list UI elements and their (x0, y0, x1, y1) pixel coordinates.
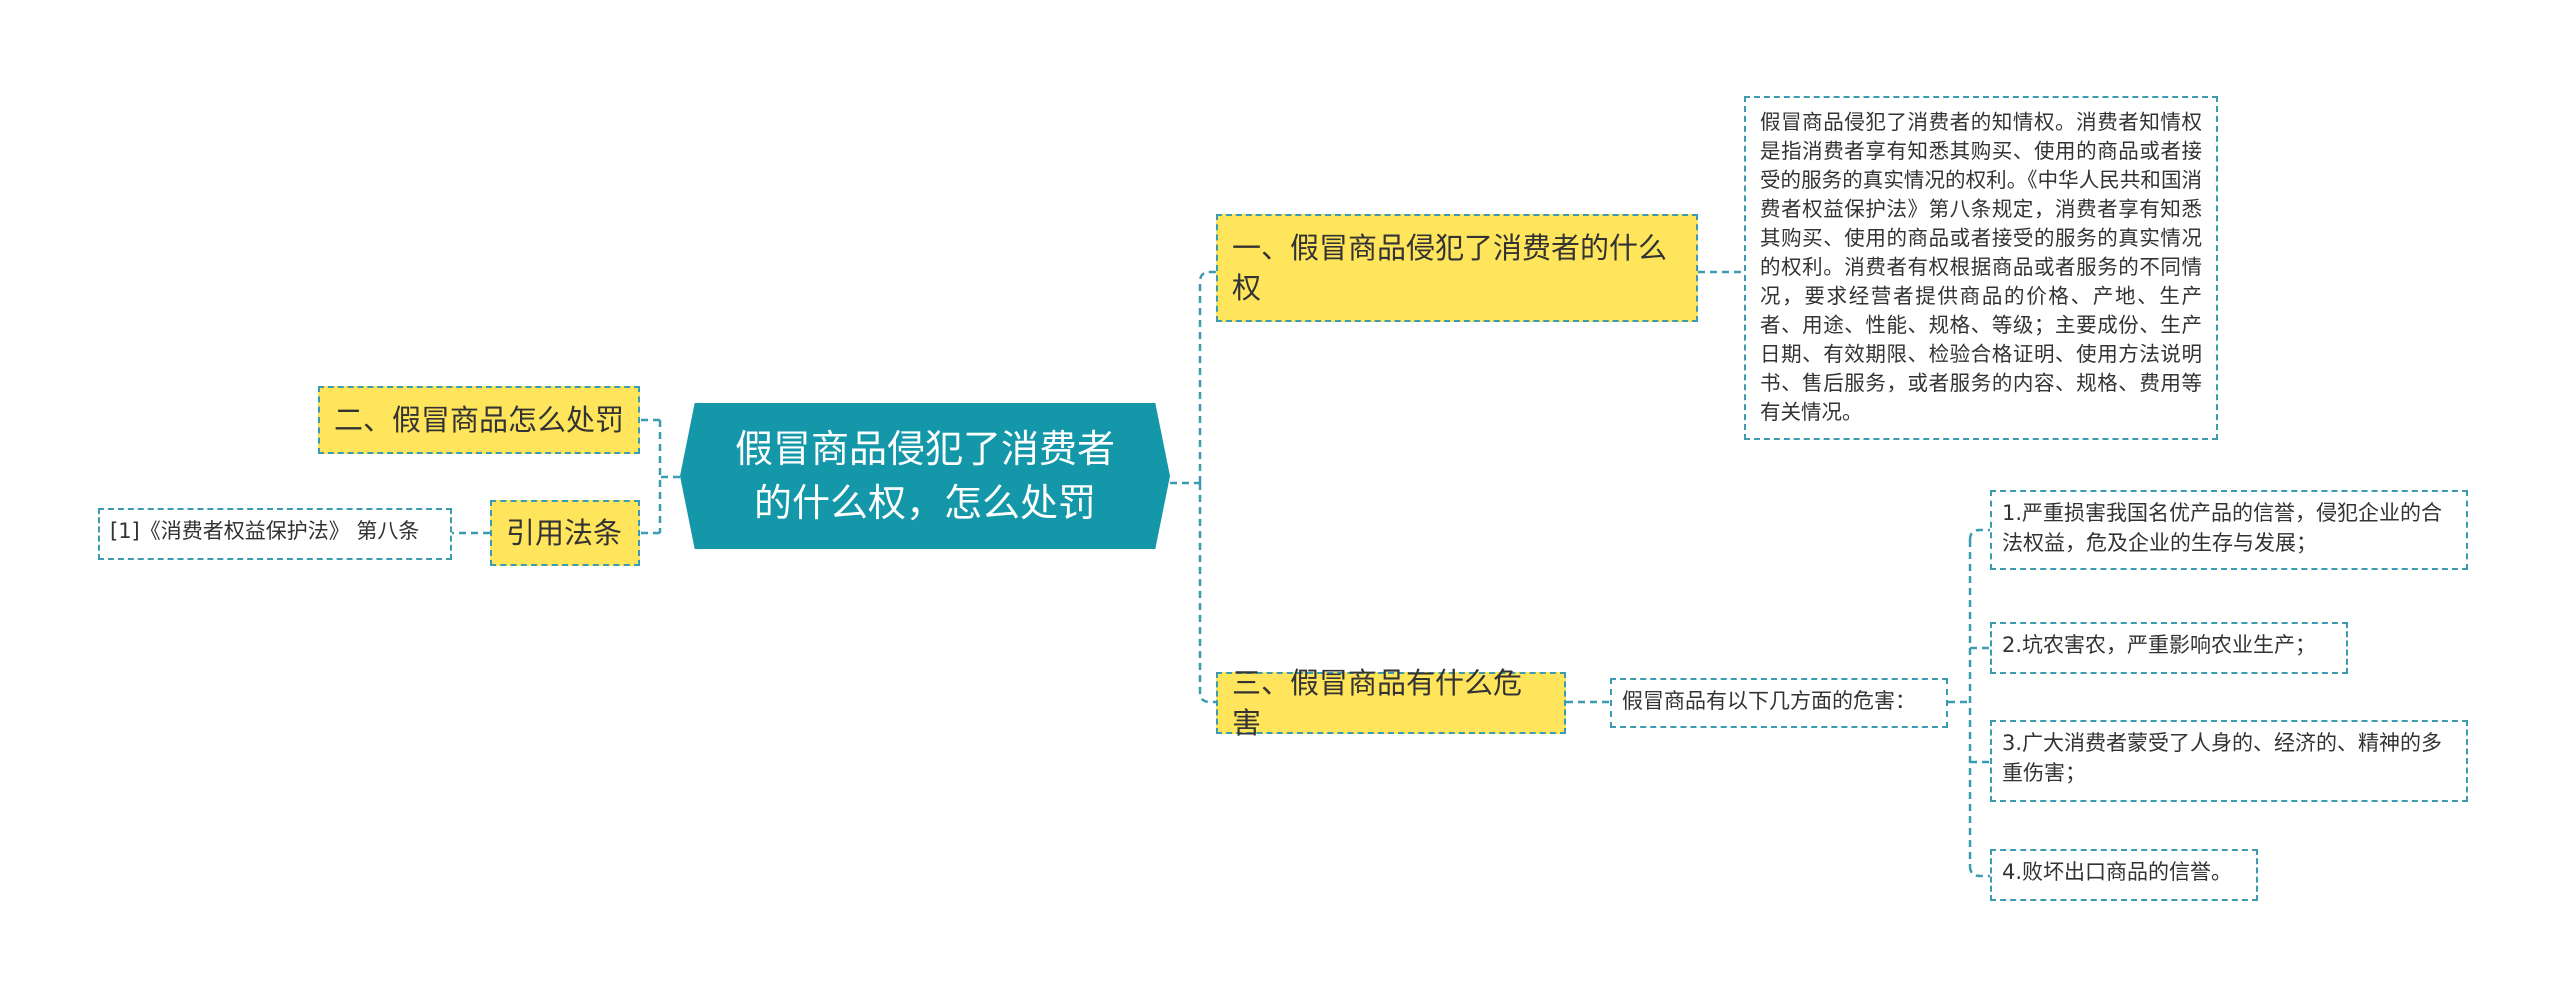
topic-cited-law-label: 引用法条 (506, 516, 623, 550)
citation-item[interactable]: [1]《消费者权益保护法》 第八条 (98, 508, 452, 560)
harm-item-2-text: 2.坑农害农，严重影响农业生产； (2002, 633, 2317, 657)
detail-right-to-know-text: 假冒商品侵犯了消费者的知情权。消费者知情权是指消费者享有知悉其购买、使用的商品或… (1760, 110, 2202, 424)
topic-rights-violated-label: 一、假冒商品侵犯了消费者的什么权 (1232, 231, 1668, 305)
harm-item-3[interactable]: 3.广大消费者蒙受了人身的、经济的、精神的多重伤害； (1990, 720, 2468, 802)
connector-item-4 (1968, 865, 1990, 878)
harm-item-1-text: 1.严重损害我国名优产品的信誉，侵犯企业的合法权益，危及企业的生存与发展； (2002, 501, 2443, 555)
topic-harms[interactable]: 三、假冒商品有什么危害 (1216, 666, 1566, 740)
harm-item-1[interactable]: 1.严重损害我国名优产品的信誉，侵犯企业的合法权益，危及企业的生存与发展； (1990, 490, 2468, 570)
central-topic-label: 假冒商品侵犯了消费者的什么权，怎么处罚 (734, 427, 1115, 525)
connector-right-trunk (1198, 270, 1216, 483)
topic-punishment-label: 二、假冒商品怎么处罚 (334, 403, 625, 437)
topic-rights-violated[interactable]: 一、假冒商品侵犯了消费者的什么权 (1216, 214, 1698, 322)
harm-item-2[interactable]: 2.坑农害农，严重影响农业生产； (1990, 622, 2348, 674)
harms-intro-text: 假冒商品有以下几方面的危害： (1622, 689, 1916, 713)
topic-cited-law[interactable]: 引用法条 (490, 500, 640, 566)
connector-right-trunk-lower (1198, 483, 1216, 704)
citation-item-text: [1]《消费者权益保护法》 第八条 (110, 519, 420, 543)
central-topic[interactable]: 假冒商品侵犯了消费者的什么权，怎么处罚 (680, 403, 1170, 549)
harms-intro[interactable]: 假冒商品有以下几方面的危害： (1610, 678, 1948, 728)
connector-item-1 (1968, 528, 1990, 541)
topic-punishment[interactable]: 二、假冒商品怎么处罚 (318, 386, 640, 454)
harm-item-3-text: 3.广大消费者蒙受了人身的、经济的、精神的多重伤害； (2002, 731, 2443, 785)
harm-item-4[interactable]: 4.败坏出口商品的信誉。 (1990, 849, 2258, 901)
topic-harms-label: 三、假冒商品有什么危害 (1232, 666, 1523, 740)
harm-item-4-text: 4.败坏出口商品的信誉。 (2002, 860, 2233, 884)
detail-right-to-know[interactable]: 假冒商品侵犯了消费者的知情权。消费者知情权是指消费者享有知悉其购买、使用的商品或… (1744, 96, 2218, 440)
